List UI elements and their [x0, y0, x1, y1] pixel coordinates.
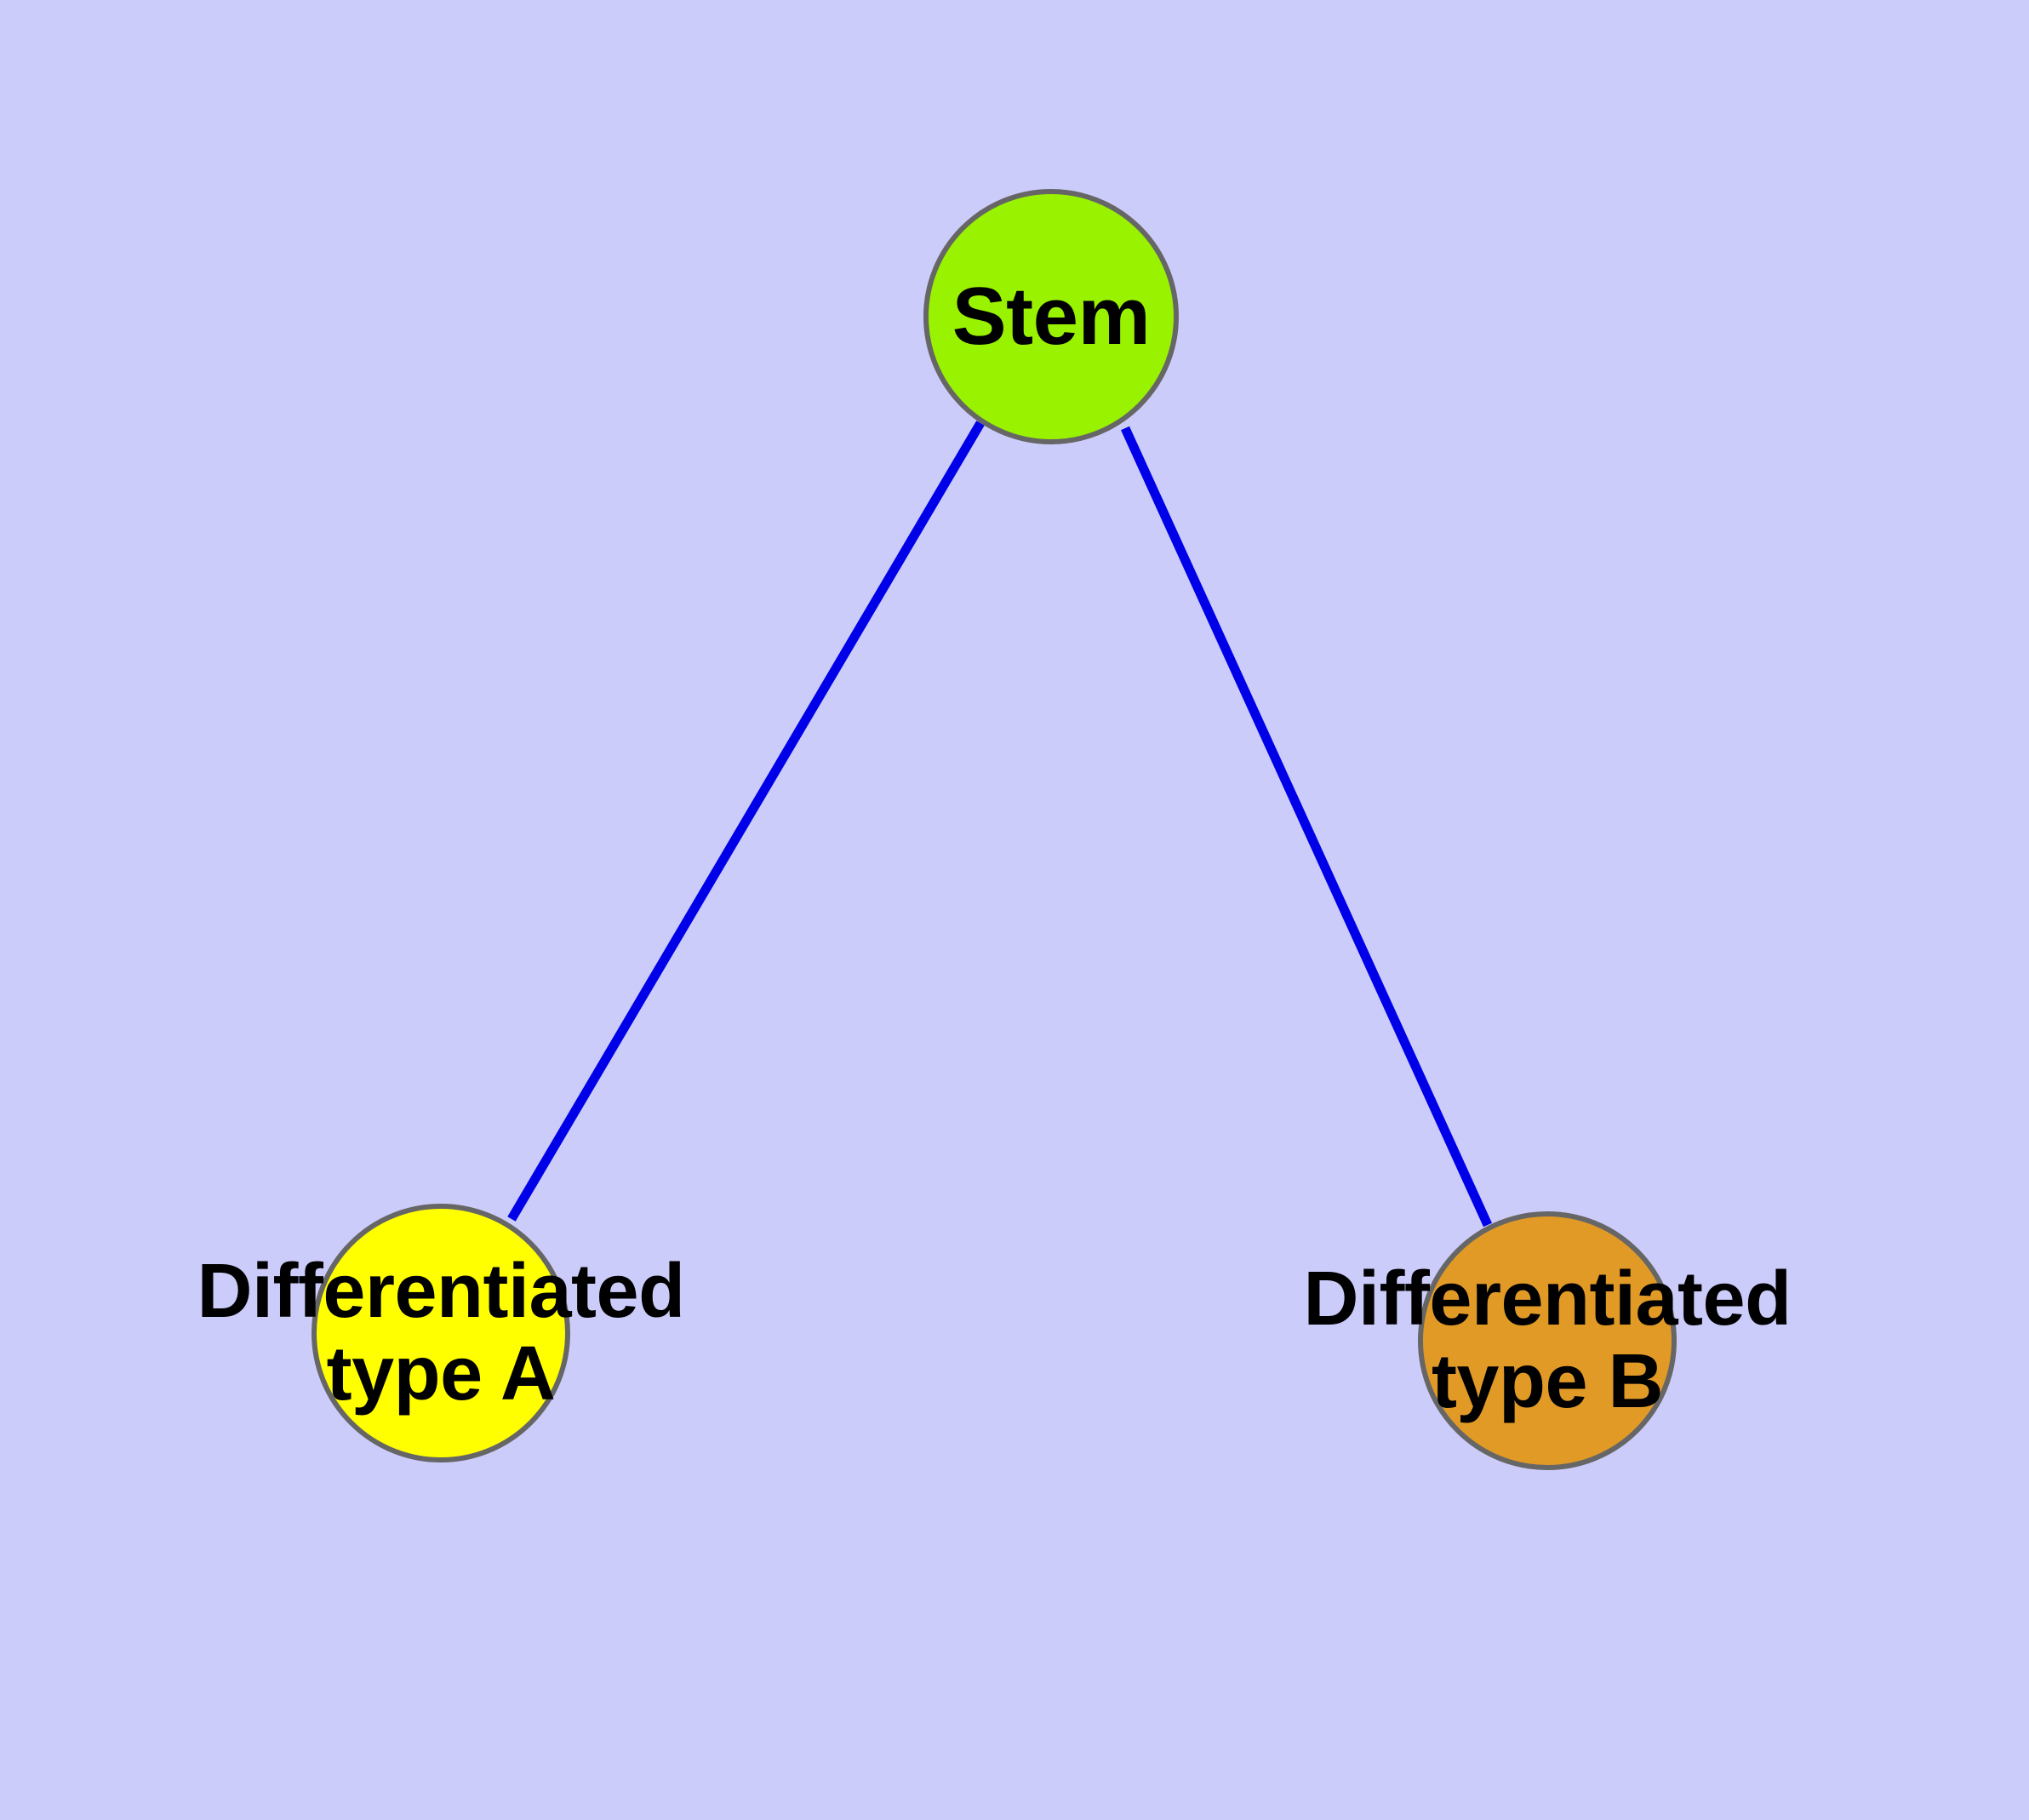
node-differentiated-type-b[interactable]: Differentiated type B	[1303, 1211, 1792, 1470]
node-stem-label-line-1: Stem	[952, 271, 1151, 363]
node-differentiated-type-a[interactable]: Differentiated type A	[197, 1204, 685, 1462]
edge-stem-to-diff-a[interactable]	[507, 421, 985, 1222]
edge-stem-to-diff-b[interactable]	[1120, 426, 1493, 1228]
node-stem-label: Stem	[952, 272, 1151, 361]
node-stem[interactable]: Stem	[923, 189, 1179, 444]
